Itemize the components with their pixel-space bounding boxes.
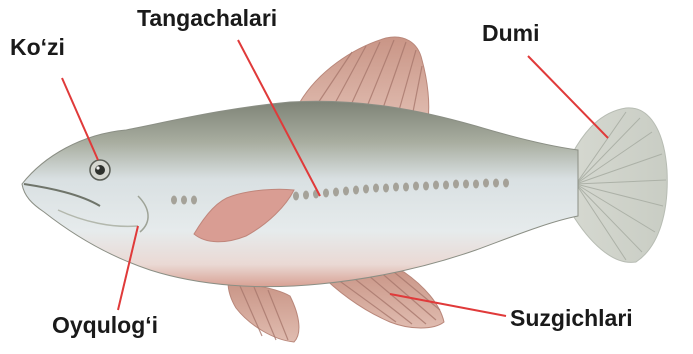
label-tail: Dumi — [482, 22, 540, 45]
fish-body — [22, 101, 578, 286]
label-fins: Suzgichlari — [510, 307, 633, 330]
pointer-tail — [528, 56, 608, 138]
label-scales: Tangachalari — [137, 7, 277, 30]
label-mouth: Oyqulog‘i — [52, 314, 158, 337]
label-eye: Ko‘zi — [10, 36, 65, 59]
pelvic-fin — [228, 282, 299, 342]
tail-fin — [572, 108, 667, 263]
fish-eye — [90, 160, 110, 180]
